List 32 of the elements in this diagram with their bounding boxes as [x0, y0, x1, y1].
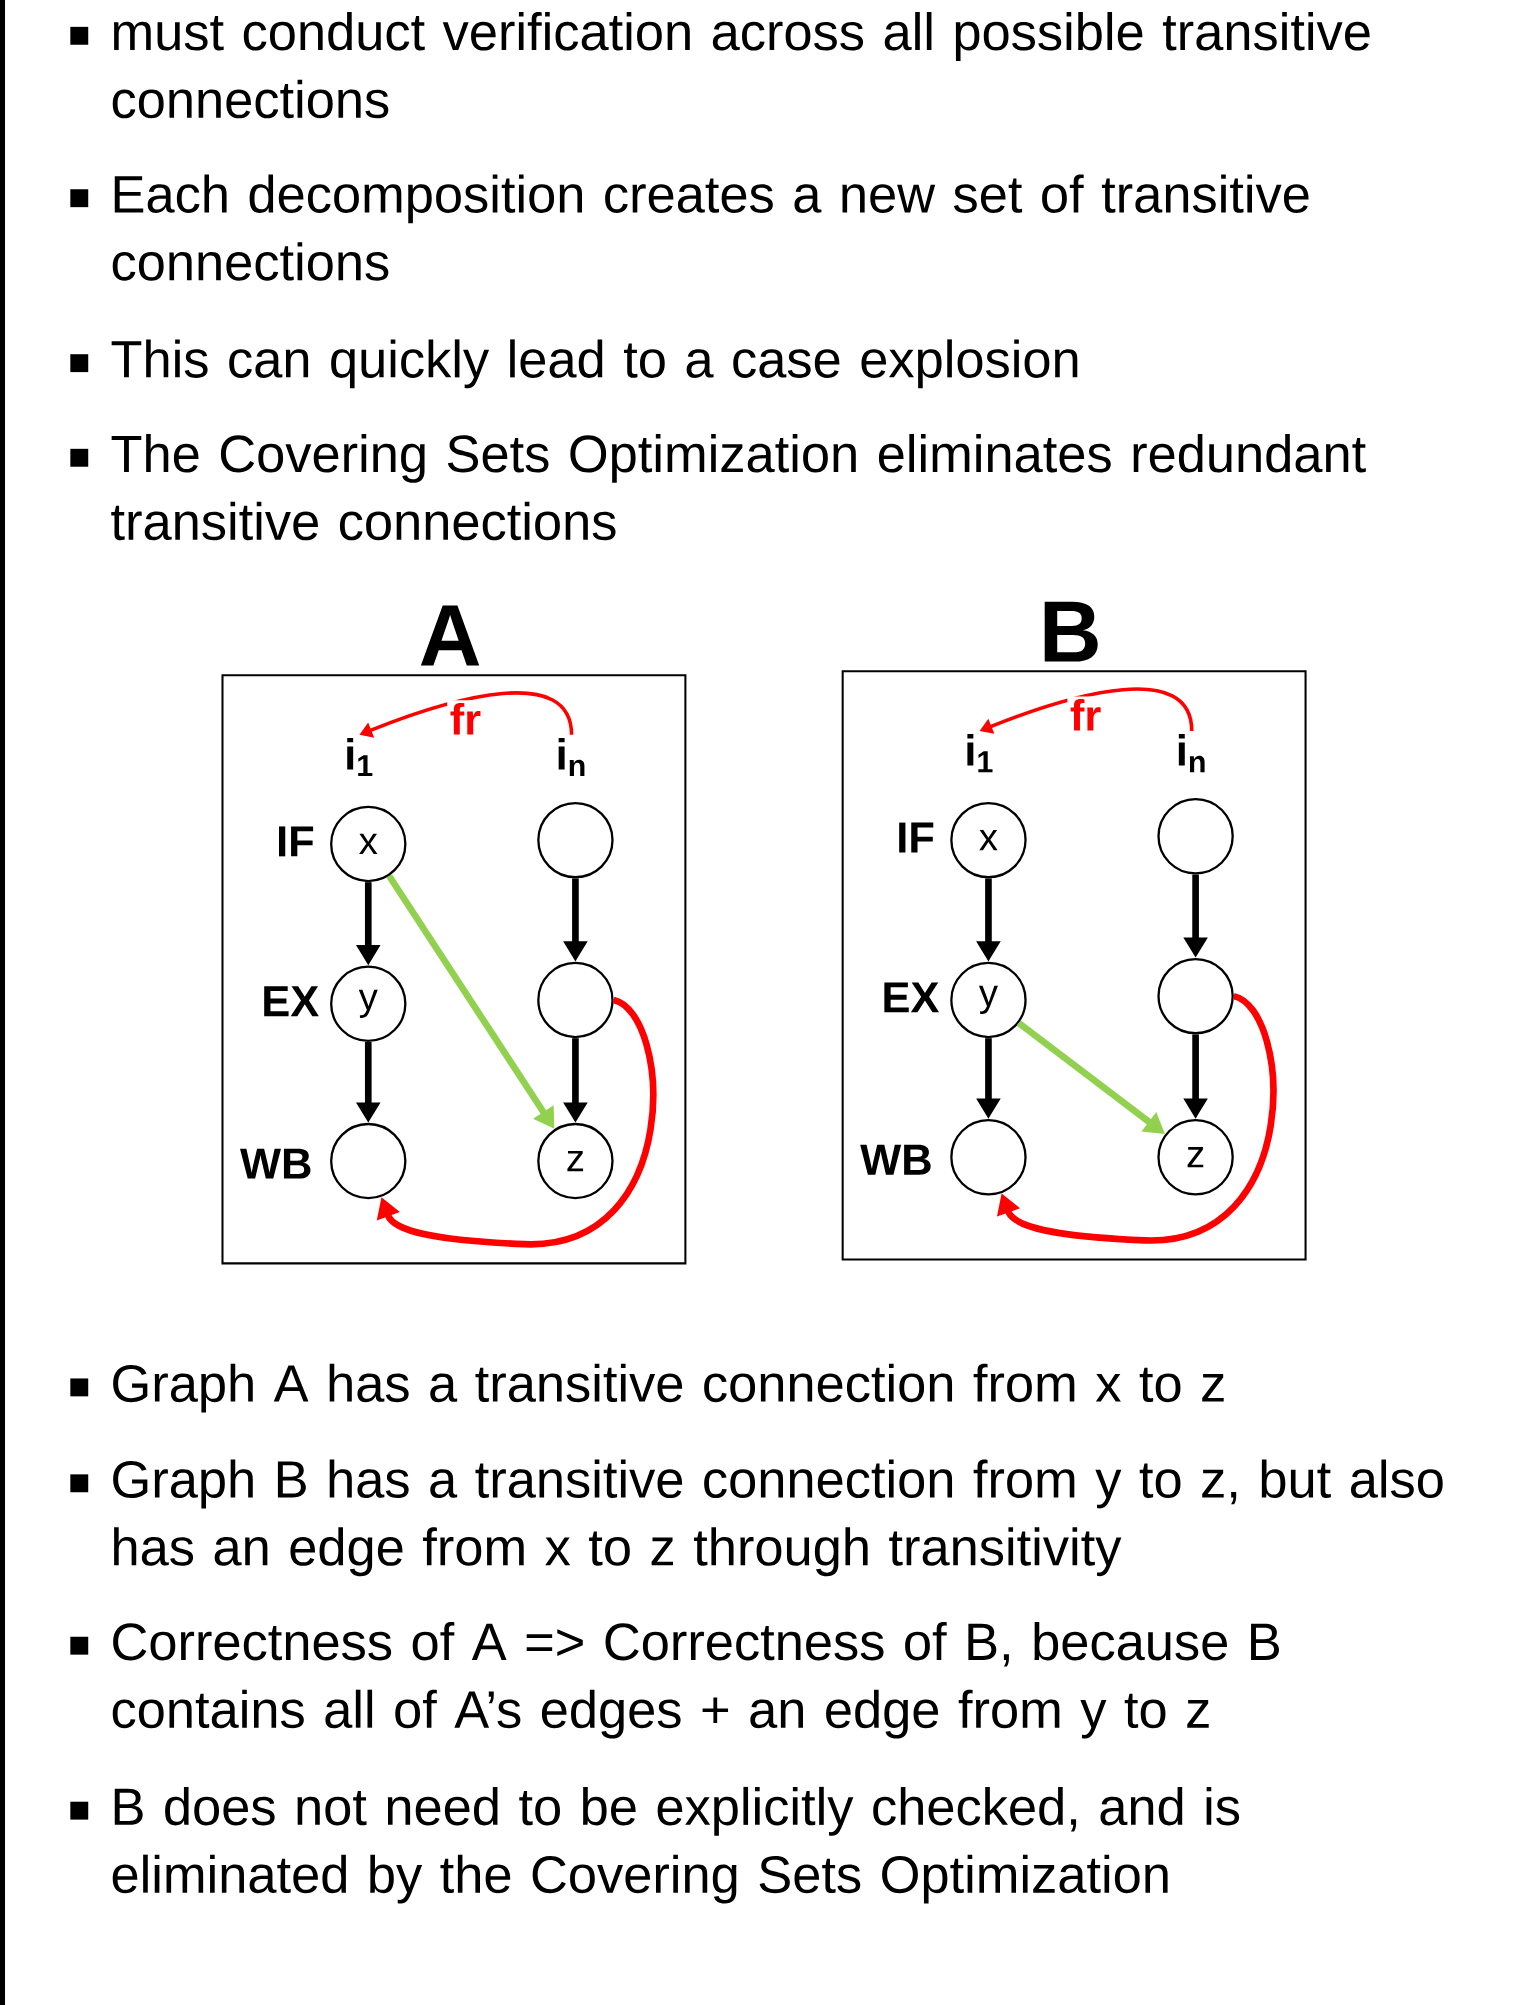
stage-label: WB: [240, 1148, 311, 1179]
stage-label: EX: [884, 982, 940, 1013]
state-circle: [950, 1119, 1027, 1196]
state-circle: [537, 961, 614, 1039]
stage-label: IF: [279, 826, 314, 857]
arrow: [376, 997, 657, 1248]
graph-title: B: [1044, 601, 1098, 662]
edge-label: fr: [1067, 696, 1105, 734]
graph-title: A: [421, 605, 480, 666]
bullet-text: The Covering Sets Optimization eliminates redundant transitive connections: [111, 434, 1366, 541]
pipeline-label: i$_{n}$: [1179, 734, 1205, 773]
bullet-text: This can quickly lead to a case explosion: [111, 339, 1078, 389]
state-circle: [1157, 957, 1234, 1035]
pipeline-label: i$_{1}$: [347, 737, 373, 777]
edge-label: fr: [447, 700, 484, 737]
bullet-text: Graph A has a transitive connection from x to z: [113, 1363, 1224, 1413]
state-circle: [537, 801, 614, 879]
pipeline-label: i$_{1}$: [967, 734, 993, 773]
bullet-text: must conduct verification across all possible transitive connections: [112, 12, 1370, 119]
graph-frame: [221, 674, 687, 1265]
stage-label: WB: [860, 1144, 931, 1175]
graph-frame: [841, 670, 1307, 1261]
bullet-text: Correctness of A => Correctness of B, because B contains all of A’s edges + an edge from y to z: [112, 1621, 1280, 1739]
bullet-text: Each decomposition creates a new set of transitive connections: [112, 174, 1309, 281]
bullet-text: Graph B has a transitive connection from y to z, but also has an edge from x to z through transitivity: [113, 1459, 1443, 1577]
stage-label: EX: [264, 986, 320, 1017]
arrow: [997, 993, 1277, 1244]
bullet-text: B does not need to be explicitly checked, and is eliminated by the Covering Sets Optimization: [112, 1786, 1240, 1904]
pipeline-label: i$_{n}$: [558, 737, 585, 777]
state-circle: [330, 1122, 407, 1200]
stage-label: IF: [899, 822, 934, 853]
state-circle: [1157, 798, 1234, 875]
